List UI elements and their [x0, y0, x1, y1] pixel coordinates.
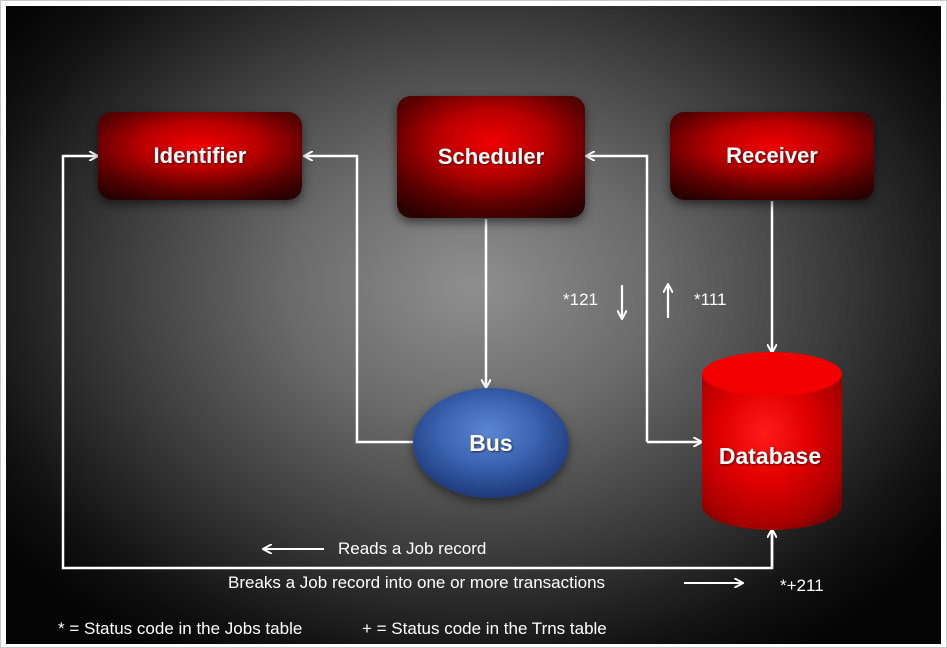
identifier-node: Identifier: [98, 112, 302, 200]
scheduler-label: Scheduler: [437, 144, 545, 169]
database-label: Database: [718, 443, 822, 469]
receiver-label: Receiver: [726, 143, 818, 168]
receiver-node: Receiver: [670, 112, 874, 200]
bus-label: Bus: [469, 429, 513, 456]
bus-node: Bus: [413, 388, 569, 498]
scheduler-node: Scheduler: [397, 96, 585, 218]
arrow-bus-to-identifier: [305, 156, 413, 444]
arrow-database-to-scheduler: [587, 156, 649, 442]
identifier-label: Identifier: [153, 143, 247, 168]
status-211-label: *+211: [780, 576, 824, 595]
breaks-job-label: Breaks a Job record into one or more tra…: [228, 573, 606, 592]
status-111-label: *111: [694, 290, 727, 309]
reads-job-label: Reads a Job record: [338, 539, 487, 558]
database-cylinder: [702, 352, 842, 530]
diagram-canvas: Identifier Scheduler Receiver Bus Databa…: [6, 6, 941, 644]
legend-jobs: * = Status code in the Jobs table: [58, 619, 303, 638]
status-121-label: *121: [563, 290, 598, 309]
connector-layer: [61, 6, 842, 644]
legend-trns: + = Status code in the Trns table: [362, 619, 607, 638]
